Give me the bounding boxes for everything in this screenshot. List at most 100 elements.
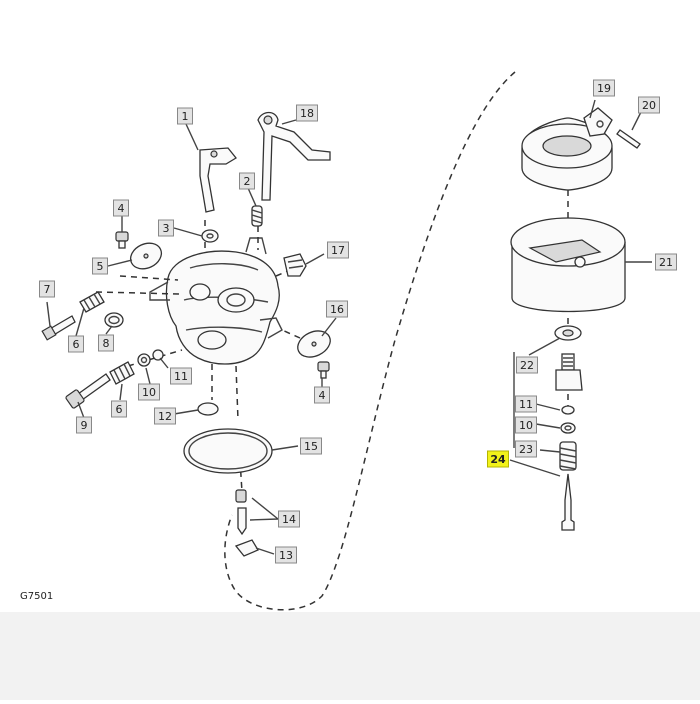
part-14-inlet-needle [235, 489, 247, 536]
part-8-o-ring [104, 312, 124, 328]
part-11-o-ring-left [152, 349, 164, 361]
callout-3-label: 3 [158, 219, 174, 237]
callout-22-label: 22 [516, 356, 538, 374]
callout-11b-label: 11 [170, 367, 192, 385]
callout-11a-label: 11 [515, 395, 537, 413]
callout-16-label: 16 [326, 300, 348, 318]
callout-13-label: 13 [275, 546, 297, 564]
part-9-needle-valve [65, 373, 111, 409]
part-12-welch-plug [197, 402, 219, 416]
callout-17-number: 17 [331, 244, 345, 257]
callout-12-number: 12 [158, 410, 172, 423]
part-22-washer [554, 325, 582, 341]
callout-22-number: 22 [520, 359, 534, 372]
callout-9-box [76, 416, 92, 434]
callout-12-box [154, 407, 176, 425]
callout-21-number: 21 [659, 256, 673, 269]
callout-18-number: 18 [300, 107, 314, 120]
group-divider-dashed-line [224, 71, 516, 611]
callout-6b-box [111, 400, 127, 418]
callout-1-number: 1 [182, 110, 189, 123]
callout-10b-number: 10 [142, 386, 156, 399]
callout-14-box [278, 510, 300, 528]
callout-9-number: 9 [81, 419, 88, 432]
callout-8-box [98, 334, 114, 352]
part-3-clip [201, 229, 219, 243]
callout-6b-number: 6 [116, 403, 123, 416]
callout-1-box [177, 107, 193, 125]
part-17-fitting [283, 253, 307, 277]
callout-24-box [487, 450, 509, 468]
callout-2-box [239, 172, 255, 190]
figure-code: G7501 [20, 591, 53, 602]
part-4-screw-lower [317, 361, 330, 379]
callout-3-number: 3 [163, 222, 170, 235]
part-1-throttle-bracket [199, 147, 237, 213]
callout-6a-label: 6 [68, 335, 84, 353]
part-16-choke-plate [297, 330, 331, 358]
leader-lines [46, 99, 652, 555]
part-10-washer-right [560, 422, 576, 434]
callout-10a-label: 10 [515, 416, 537, 434]
part-5-throttle-plate [129, 242, 163, 270]
callout-6a-number: 6 [73, 338, 80, 351]
callout-5-box [92, 257, 108, 275]
callout-16-number: 16 [330, 303, 344, 316]
callout-10b-box [138, 383, 160, 401]
callout-8-label: 8 [98, 334, 114, 352]
bowl-nut [555, 353, 583, 391]
callout-21-label: 21 [655, 253, 677, 271]
callout-4a-number: 4 [118, 202, 125, 215]
part-20-float-pin [616, 129, 641, 149]
callout-16-box [326, 300, 348, 318]
callout-15-box [300, 437, 322, 455]
part-23-spring [559, 441, 577, 471]
callout-19-box [593, 79, 615, 97]
callout-19-number: 19 [597, 82, 611, 95]
callout-13-box [275, 546, 297, 564]
callout-6a-box [68, 335, 84, 353]
callout-14-number: 14 [282, 513, 296, 526]
part-7-screw [41, 315, 76, 341]
callout-21-box [655, 253, 677, 271]
callout-3-box [158, 219, 174, 237]
callout-17-box [327, 241, 349, 259]
callout-20-number: 20 [642, 99, 656, 112]
callout-4b-label: 4 [314, 386, 330, 404]
callout-7-label: 7 [39, 280, 55, 298]
callout-23-label: 23 [515, 440, 537, 458]
part-24-needle-screw [561, 473, 575, 531]
callout-11b-box [170, 367, 192, 385]
callout-10a-number: 10 [519, 419, 533, 432]
callout-13-number: 13 [279, 549, 293, 562]
callout-5-label: 5 [92, 257, 108, 275]
callout-4b-number: 4 [319, 389, 326, 402]
callout-18-box [296, 104, 318, 122]
callout-12-label: 12 [154, 407, 176, 425]
part-19-float [521, 107, 613, 191]
callout-20-label: 20 [638, 96, 660, 114]
callout-11a-box [515, 395, 537, 413]
carburetor-body [149, 237, 283, 365]
callout-6b-label: 6 [111, 400, 127, 418]
callout-7-box [39, 280, 55, 298]
callout-10b-label: 10 [138, 383, 160, 401]
bottom-band [0, 612, 700, 700]
callout-22-box [516, 356, 538, 374]
part-10-washer-left [137, 353, 151, 367]
callout-8-number: 8 [103, 337, 110, 350]
part-4-screw-top [115, 231, 129, 249]
callout-2-number: 2 [244, 175, 251, 188]
callout-5-number: 5 [97, 260, 104, 273]
callout-19-label: 19 [593, 79, 615, 97]
callout-9-label: 9 [76, 416, 92, 434]
callout-24-label: 24 [487, 450, 509, 468]
callout-23-box [515, 440, 537, 458]
part-6-spring-lower [109, 361, 135, 385]
callout-11b-number: 11 [174, 370, 188, 383]
callout-10a-box [515, 416, 537, 434]
callout-14-label: 14 [278, 510, 300, 528]
